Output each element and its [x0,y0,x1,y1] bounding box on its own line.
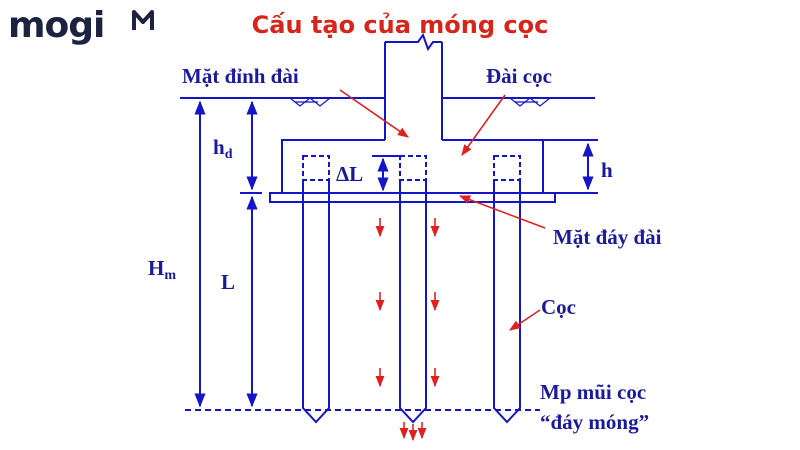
diagram-title: Cấu tạo của móng cọc [251,11,549,39]
pile-head-left [302,155,330,181]
label-hm-main: H [148,256,165,280]
load-arrows [375,218,440,442]
label-h: h [601,158,613,182]
pile-head-middle [399,155,427,181]
label-day-mong: “đáy móng” [540,410,650,434]
label-hm-sub: m [164,268,177,283]
label-delta-l: ΔL [336,162,364,186]
arrow-dai-coc [461,94,506,156]
label-mat-dinh-dai: Mặt đỉnh đài [182,64,299,88]
column-break-line [385,32,442,52]
pile-cap-base [269,192,556,203]
mogi-logo[interactable]: mogi [8,4,105,48]
pile-cap-outline [281,139,544,193]
label-mat-day-dai: Mặt đáy đài [553,225,662,249]
pile-left [302,180,330,424]
logo-m-icon [132,10,154,30]
label-hd: hd [213,135,232,167]
pile-head-right [493,155,521,181]
arrow-mat-dinh-dai [339,89,409,138]
pile-right [493,180,521,424]
logo-text: mogi [8,5,105,46]
label-hm: Hm [148,256,176,288]
ground-hatch-left [289,97,331,107]
label-hd-sub: d [224,147,233,162]
label-mp-mui-coc: Mp mũi cọc [540,380,647,404]
arrow-mat-day-dai [458,195,546,229]
label-hd-main: h [213,135,225,159]
label-l: L [221,270,236,294]
pile-middle [399,180,427,424]
label-coc: Cọc [541,295,576,319]
ground-hatch-right [509,97,551,107]
label-dai-coc: Đài cọc [486,64,552,88]
arrow-coc [509,309,541,331]
